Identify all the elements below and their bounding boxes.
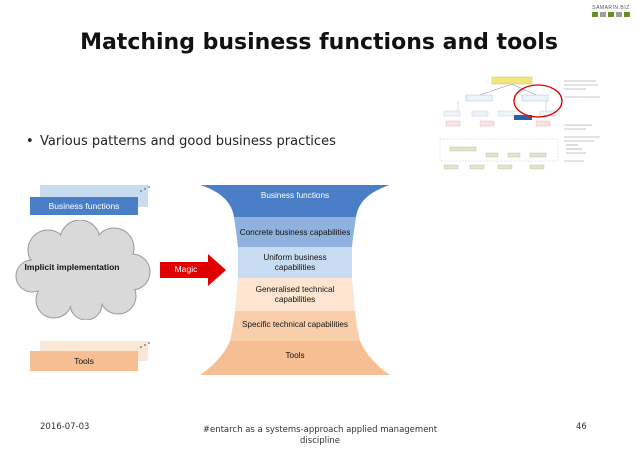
footer-date: 2016-07-03 [40,422,90,432]
magic-label: Magic [174,264,198,274]
funnel-label-concrete-capabilities: Concrete business capabilities [239,228,351,237]
funnel-layer-uniform-capabilities [238,247,352,278]
cloud-shape [15,220,151,320]
slide-title: Matching business functions and tools [80,30,558,55]
funnel-layer-tools [200,341,390,375]
bullet-item: • Various patterns and good business prac… [26,134,336,149]
dots-icon [140,186,150,192]
page-number: 46 [576,422,587,432]
funnel-label-specific-capabilities: Specific technical capabilities [241,320,349,329]
logo-text: SAMARIN.BIZ [592,5,630,11]
funnel-label-tools: Tools [285,351,305,360]
funnel-label-uniform-capabilities: Uniform business capabilities [263,253,327,273]
architecture-thumbnail [439,76,600,170]
footer-text: #entarch as a systems-approach applied m… [202,425,438,447]
funnel-layer-business-functions [200,185,390,217]
funnel-layer-concrete-capabilities [234,217,356,247]
bullet-text: Various patterns and good business pract… [40,134,336,149]
bullet-dot-icon: • [26,134,34,149]
funnel-label-business-functions: Business functions [260,191,330,200]
dots-icon [140,342,150,348]
business-functions-label: Business functions [48,201,120,211]
funnel-layer-generalised-capabilities [235,278,355,311]
tools-label: Tools [74,356,94,366]
business-functions-card: Business functions [30,197,138,215]
samarin-logo: SAMARIN.BIZ [590,5,632,17]
funnel-label-generalised-capabilities: Generalised technical capabilities [255,285,335,305]
tools-card: Tools [30,351,138,371]
funnel-layer-specific-capabilities [230,311,360,341]
funnel-diagram [200,185,390,375]
logo-squares [590,12,632,17]
magic-arrow-icon [160,254,226,286]
cloud-label: Implicit implementation [24,262,120,272]
